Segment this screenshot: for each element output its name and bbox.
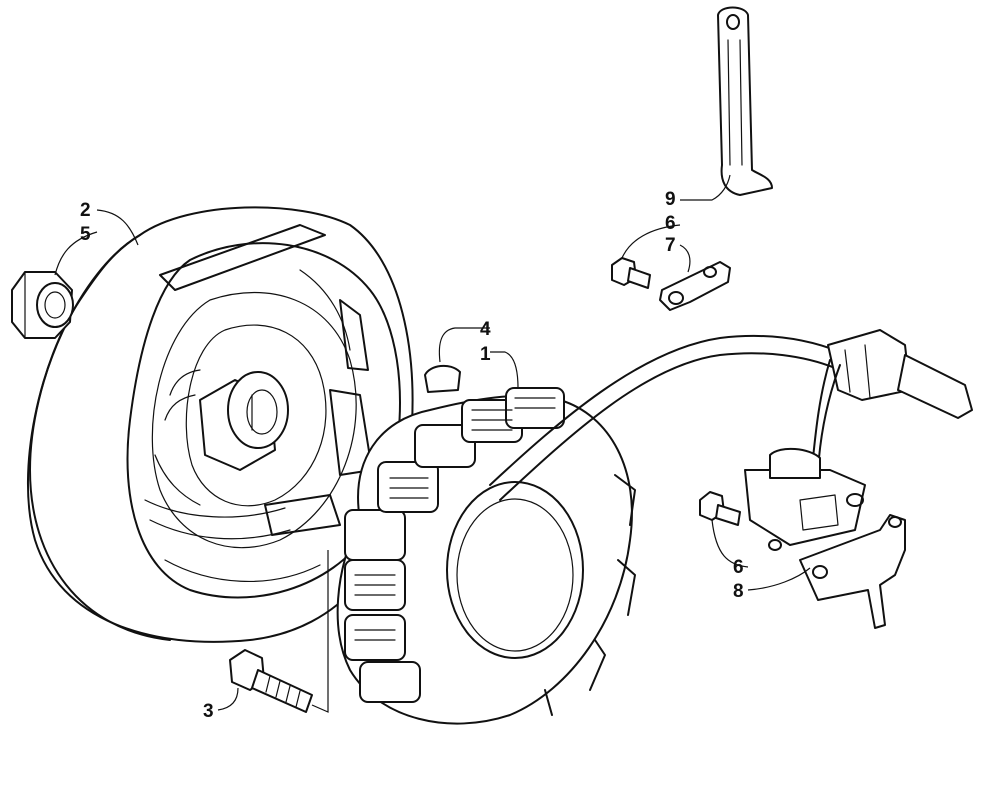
flywheel-rotor <box>26 206 414 643</box>
callout-4: 4 <box>480 319 491 340</box>
callout-7: 7 <box>665 235 676 256</box>
stator-bolt <box>229 649 313 713</box>
pickup-sensor <box>744 447 866 551</box>
callout-3: 3 <box>203 701 214 722</box>
callout-2: 2 <box>80 200 91 221</box>
flywheel-nut <box>11 271 74 339</box>
callout-8: 8 <box>733 581 744 602</box>
screw-upper <box>611 257 651 289</box>
mounting-bracket <box>799 514 906 629</box>
stator <box>336 387 636 725</box>
wire-harness <box>489 329 973 501</box>
callout-1: 1 <box>480 344 491 365</box>
callout-6-upper: 6 <box>665 213 676 234</box>
woodruff-key <box>424 364 461 393</box>
wire-clamp <box>659 261 731 311</box>
cable-strap <box>717 6 773 196</box>
callout-5: 5 <box>80 224 91 245</box>
callout-6-lower: 6 <box>733 557 744 578</box>
screw-lower <box>699 491 741 526</box>
leader-lines <box>54 174 811 713</box>
callout-9: 9 <box>665 189 676 210</box>
